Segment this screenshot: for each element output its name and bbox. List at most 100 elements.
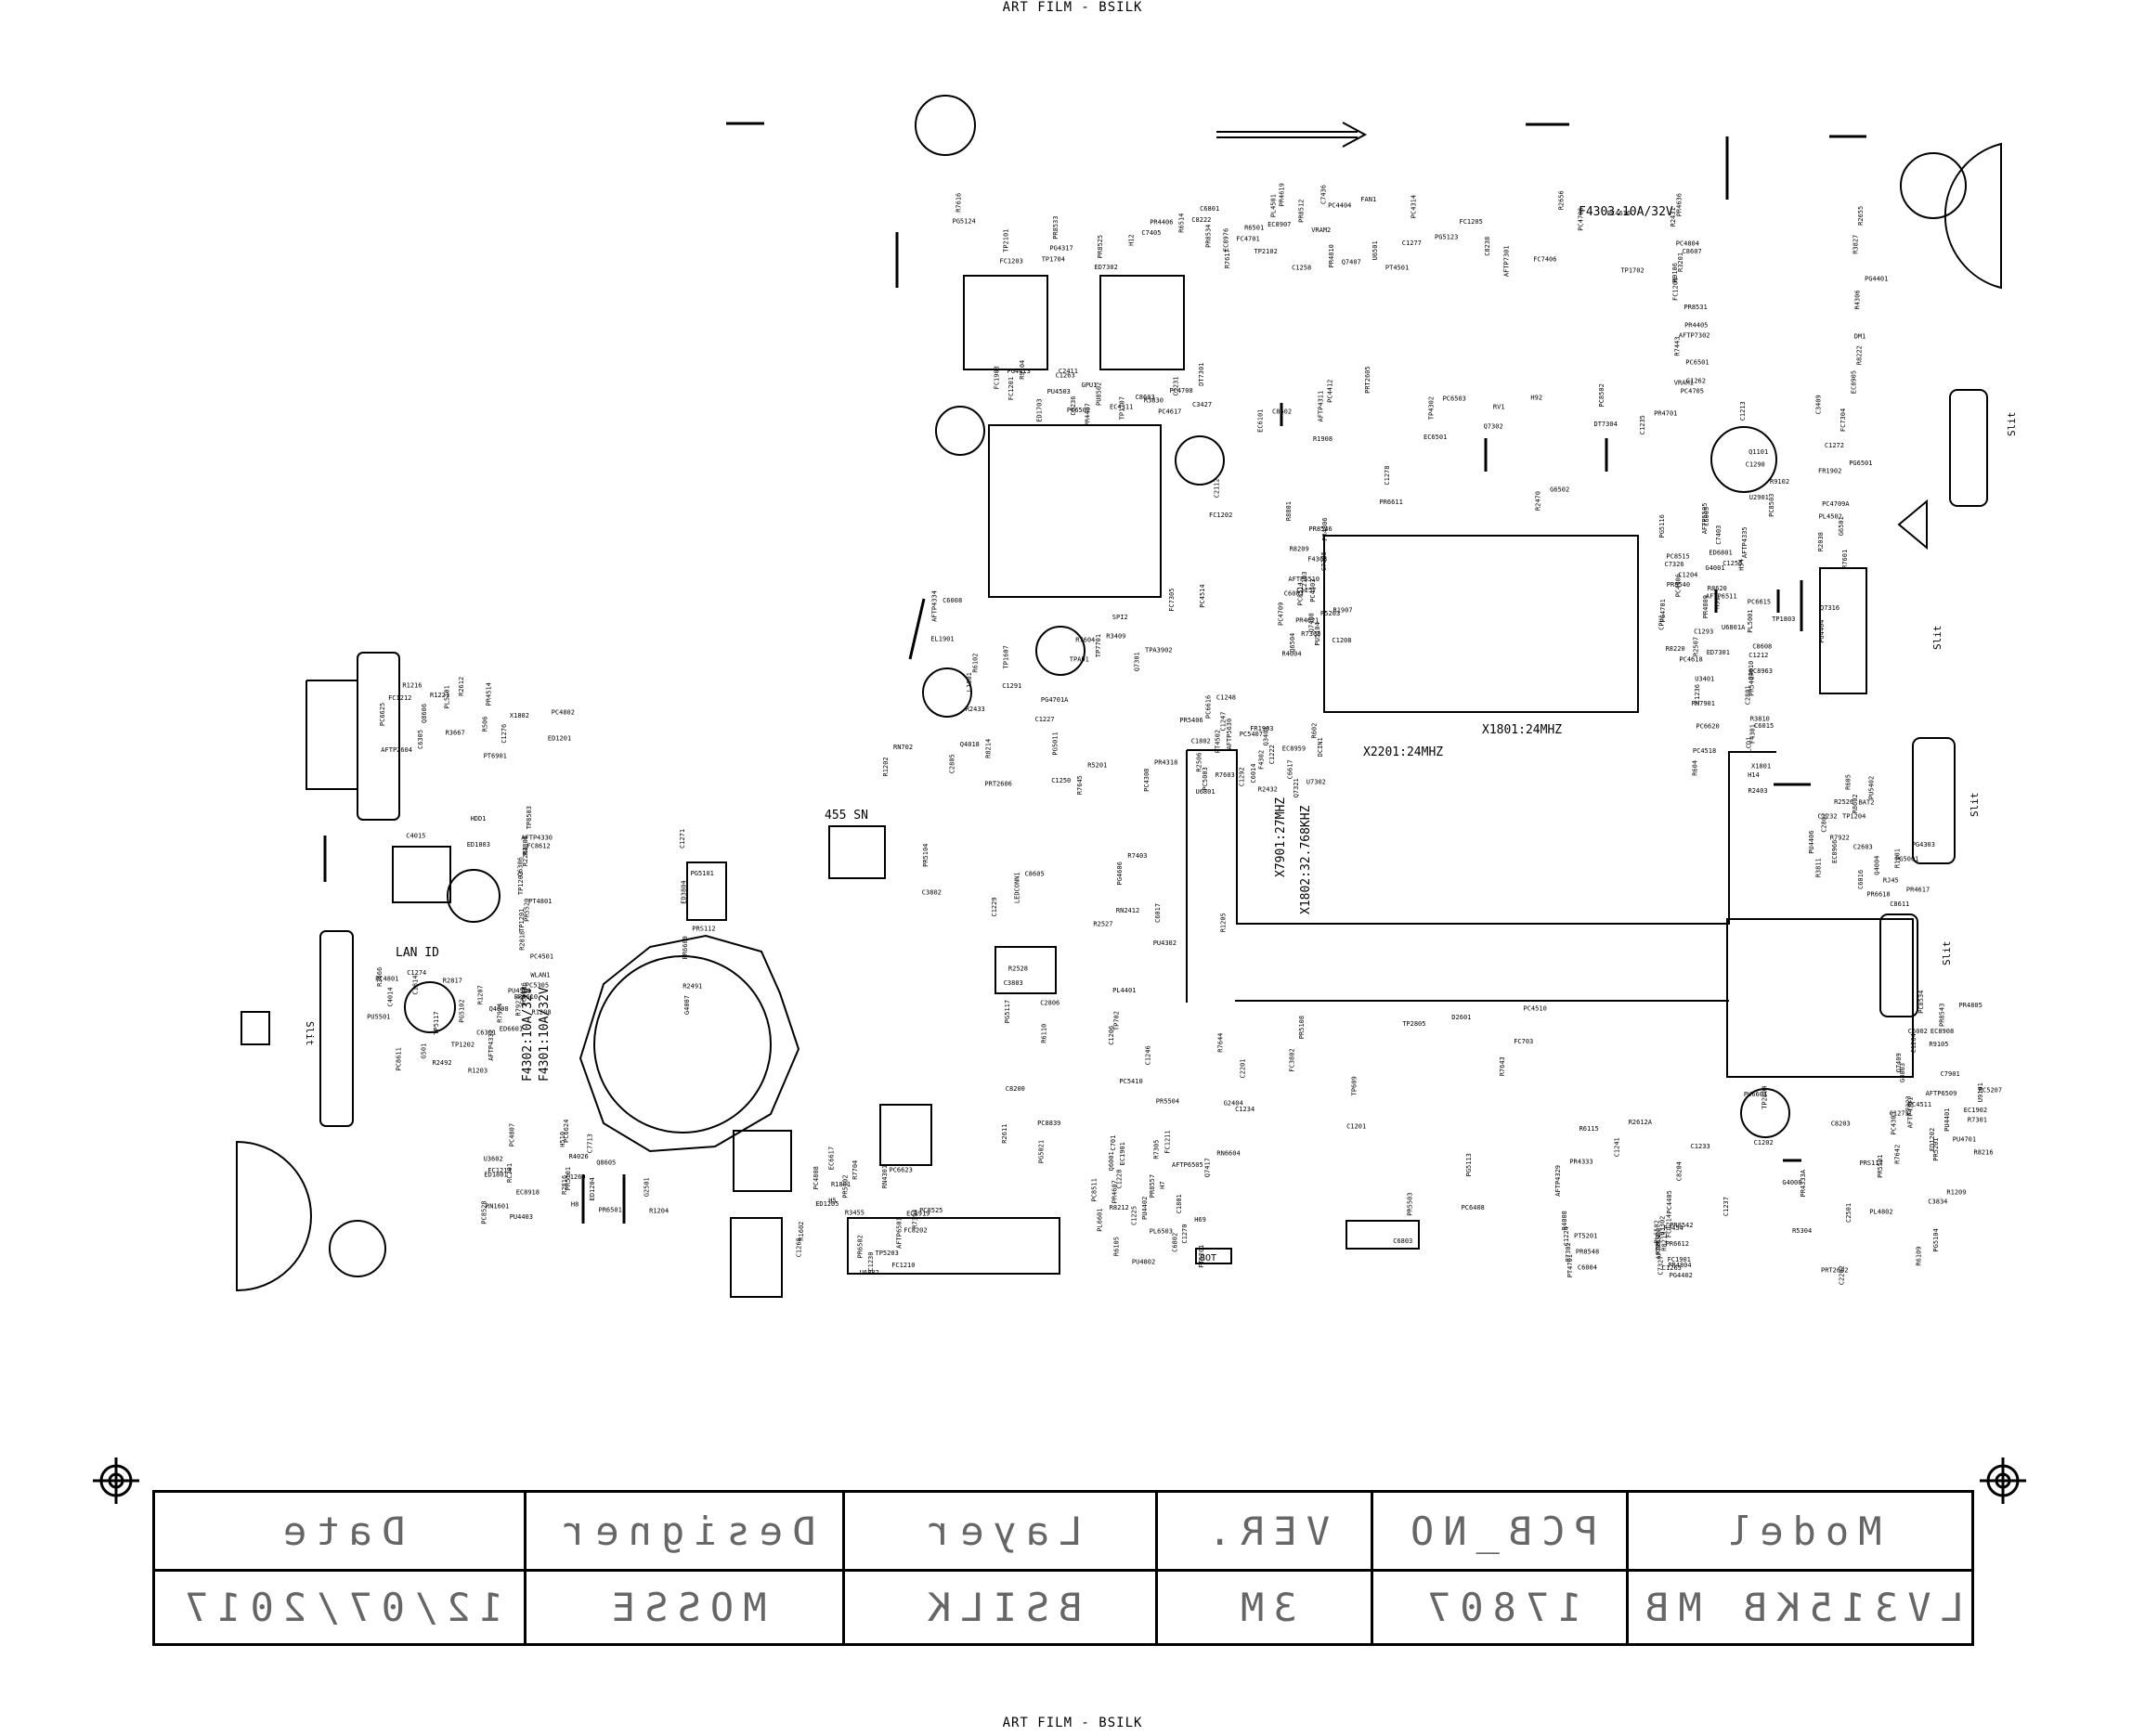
ref-designator: EC6101 xyxy=(1257,409,1265,433)
title-value-designer: MOSSE xyxy=(602,1584,767,1630)
ref-designator: PR6609 xyxy=(682,936,689,959)
ref-designator: PC4511 xyxy=(1908,1101,1931,1108)
ref-designator: R3454 xyxy=(1664,1224,1684,1232)
ref-designator: C8204 xyxy=(1675,1161,1683,1181)
title-cell-pcbno-header: PCB_NO xyxy=(1373,1493,1629,1569)
ref-designator: PU4501 xyxy=(508,987,531,994)
ref-designator: R9104 xyxy=(1019,360,1026,380)
ref-designator: PR5501 xyxy=(1877,1155,1884,1178)
ref-designator: PR8533 xyxy=(1052,216,1060,240)
ref-designator: PL5101 xyxy=(444,685,451,708)
ref-designator: FC1214 xyxy=(1666,1214,1673,1237)
ref-designator: PC4616 xyxy=(1607,210,1631,217)
ref-designator: AFTP5630 xyxy=(1226,719,1233,750)
ref-designator: R1205 xyxy=(1220,913,1228,932)
ref-designator: PG5104 xyxy=(1932,1228,1940,1251)
ref-designator: Q7301 xyxy=(1134,652,1141,671)
ref-designator: R602 xyxy=(1310,723,1318,739)
ref-designator: C1206 xyxy=(1108,1026,1115,1045)
ref-designator: PC5407 xyxy=(1240,731,1263,738)
ref-designator: PL4502 xyxy=(1819,513,1842,521)
triangle-mark xyxy=(1897,499,1928,551)
ref-designator: ED1201 xyxy=(548,735,571,743)
ref-designator: PC4412 xyxy=(1327,380,1334,403)
ref-designator: Q8606 xyxy=(421,704,428,723)
ref-designator: PR8557 xyxy=(1149,1174,1156,1198)
ref-designator: C6802 xyxy=(1171,1233,1178,1252)
ref-designator: Q6504 xyxy=(1289,633,1296,653)
title-cell-model-value: LV315KB MB xyxy=(1629,1569,1971,1645)
ref-designator: TP2101 xyxy=(1002,229,1009,253)
ref-designator: R1209 xyxy=(1946,1189,1966,1197)
ref-designator: PC5410 xyxy=(1119,1078,1142,1085)
ref-designator: EC8905 xyxy=(1851,370,1858,394)
ref-designator: C8238 xyxy=(1484,237,1491,256)
ref-designator: C6617 xyxy=(1286,759,1294,779)
ref-designator: R1216 xyxy=(402,682,422,690)
ref-designator: FC1205 xyxy=(1460,218,1483,226)
ref-designator: AFTP2604 xyxy=(381,746,412,754)
ref-designator: C6002 xyxy=(1908,1028,1928,1035)
crystal-label-x2201: X2201:24MHZ xyxy=(1363,745,1443,759)
ref-designator: R5304 xyxy=(1792,1227,1812,1235)
ref-designator: PT6901 xyxy=(484,752,507,759)
pt4501-box xyxy=(994,946,1057,994)
ref-designator: PC8528 xyxy=(481,1200,488,1224)
ref-designator: PR6502 xyxy=(857,1235,864,1258)
ref-designator: R3830 xyxy=(1144,397,1164,405)
ref-designator: PU5501 xyxy=(367,1013,390,1020)
ref-designator: PC4510 xyxy=(1524,1005,1547,1013)
mounting-hole xyxy=(329,1220,386,1277)
ref-designator: C8608 xyxy=(1752,643,1772,651)
ref-designator: R9105 xyxy=(1929,1041,1948,1048)
ref-designator: EC8919 xyxy=(906,1211,930,1218)
ref-designator: U6501 xyxy=(1372,240,1379,260)
ref-designator: PR4407 xyxy=(1084,403,1091,426)
ref-designator: R1602 xyxy=(798,1222,805,1241)
ref-designator: PR4333 xyxy=(1569,1158,1592,1165)
ref-designator: R2528 xyxy=(1008,965,1028,972)
ref-designator: R8214 xyxy=(985,739,993,758)
ref-designator: C8603 xyxy=(1136,394,1155,401)
ref-designator: Q7407 xyxy=(1342,259,1361,266)
ref-designator: PG4606 xyxy=(1116,862,1124,885)
ref-designator: PC6620 xyxy=(1696,723,1719,731)
ref-designator: R1201 xyxy=(1894,849,1902,868)
ref-designator: SPI2 xyxy=(1112,614,1128,621)
ref-designator: PG5117 xyxy=(1004,1000,1011,1023)
ref-designator: PG6501 xyxy=(1849,460,1872,467)
ref-designator: C1235 xyxy=(1639,415,1646,434)
ref-designator: R1204 xyxy=(649,1207,669,1214)
ref-designator: RN7901 xyxy=(1692,700,1715,707)
ref-designator: EC4311 xyxy=(1110,404,1133,411)
ref-designator: C1265 xyxy=(1662,1264,1682,1272)
ref-designator: EC1902 xyxy=(1964,1107,1987,1114)
ref-designator: Q1101 xyxy=(1748,448,1768,456)
title-value-date: 12/07/2017 xyxy=(176,1584,503,1630)
ref-designator: DCIN1 xyxy=(1317,737,1324,757)
ref-designator: AFTP4331 xyxy=(1906,1097,1914,1129)
ref-designator: C1204 xyxy=(1678,571,1697,578)
ref-designator: PU8502 xyxy=(1096,382,1103,406)
ref-designator: PC4501 xyxy=(530,953,553,961)
ref-designator: R7643 xyxy=(1499,1056,1506,1076)
ref-designator: TPA3902 xyxy=(1145,647,1173,654)
ref-designator: R7704 xyxy=(852,1160,859,1180)
ref-designator: C1273 xyxy=(1890,1110,1909,1118)
ref-designator: PG4404 xyxy=(1818,620,1826,643)
ref-designator: AFTP6506 xyxy=(1656,1228,1663,1260)
ref-designator: PL5001 xyxy=(1747,609,1754,632)
ref-designator: ED1803 xyxy=(467,841,490,849)
ref-designator: PC4314 xyxy=(1410,195,1417,218)
ref-designator: PT4801 xyxy=(528,898,552,905)
ref-designator: C1269 xyxy=(566,1173,586,1181)
title-value-model: LV315KB MB xyxy=(1636,1584,1964,1630)
ref-designator: C1222 xyxy=(1268,745,1276,764)
ref-designator: C1229 xyxy=(991,897,998,916)
title-value-pcbno: 17807 xyxy=(1417,1584,1582,1630)
mounting-hole xyxy=(915,95,976,156)
ref-designator: PG4317 xyxy=(1049,245,1072,253)
kbbl1-connector xyxy=(730,1217,783,1298)
ref-designator: C2501 xyxy=(1845,1203,1852,1223)
ref-designator: FAN1 xyxy=(1360,196,1376,203)
